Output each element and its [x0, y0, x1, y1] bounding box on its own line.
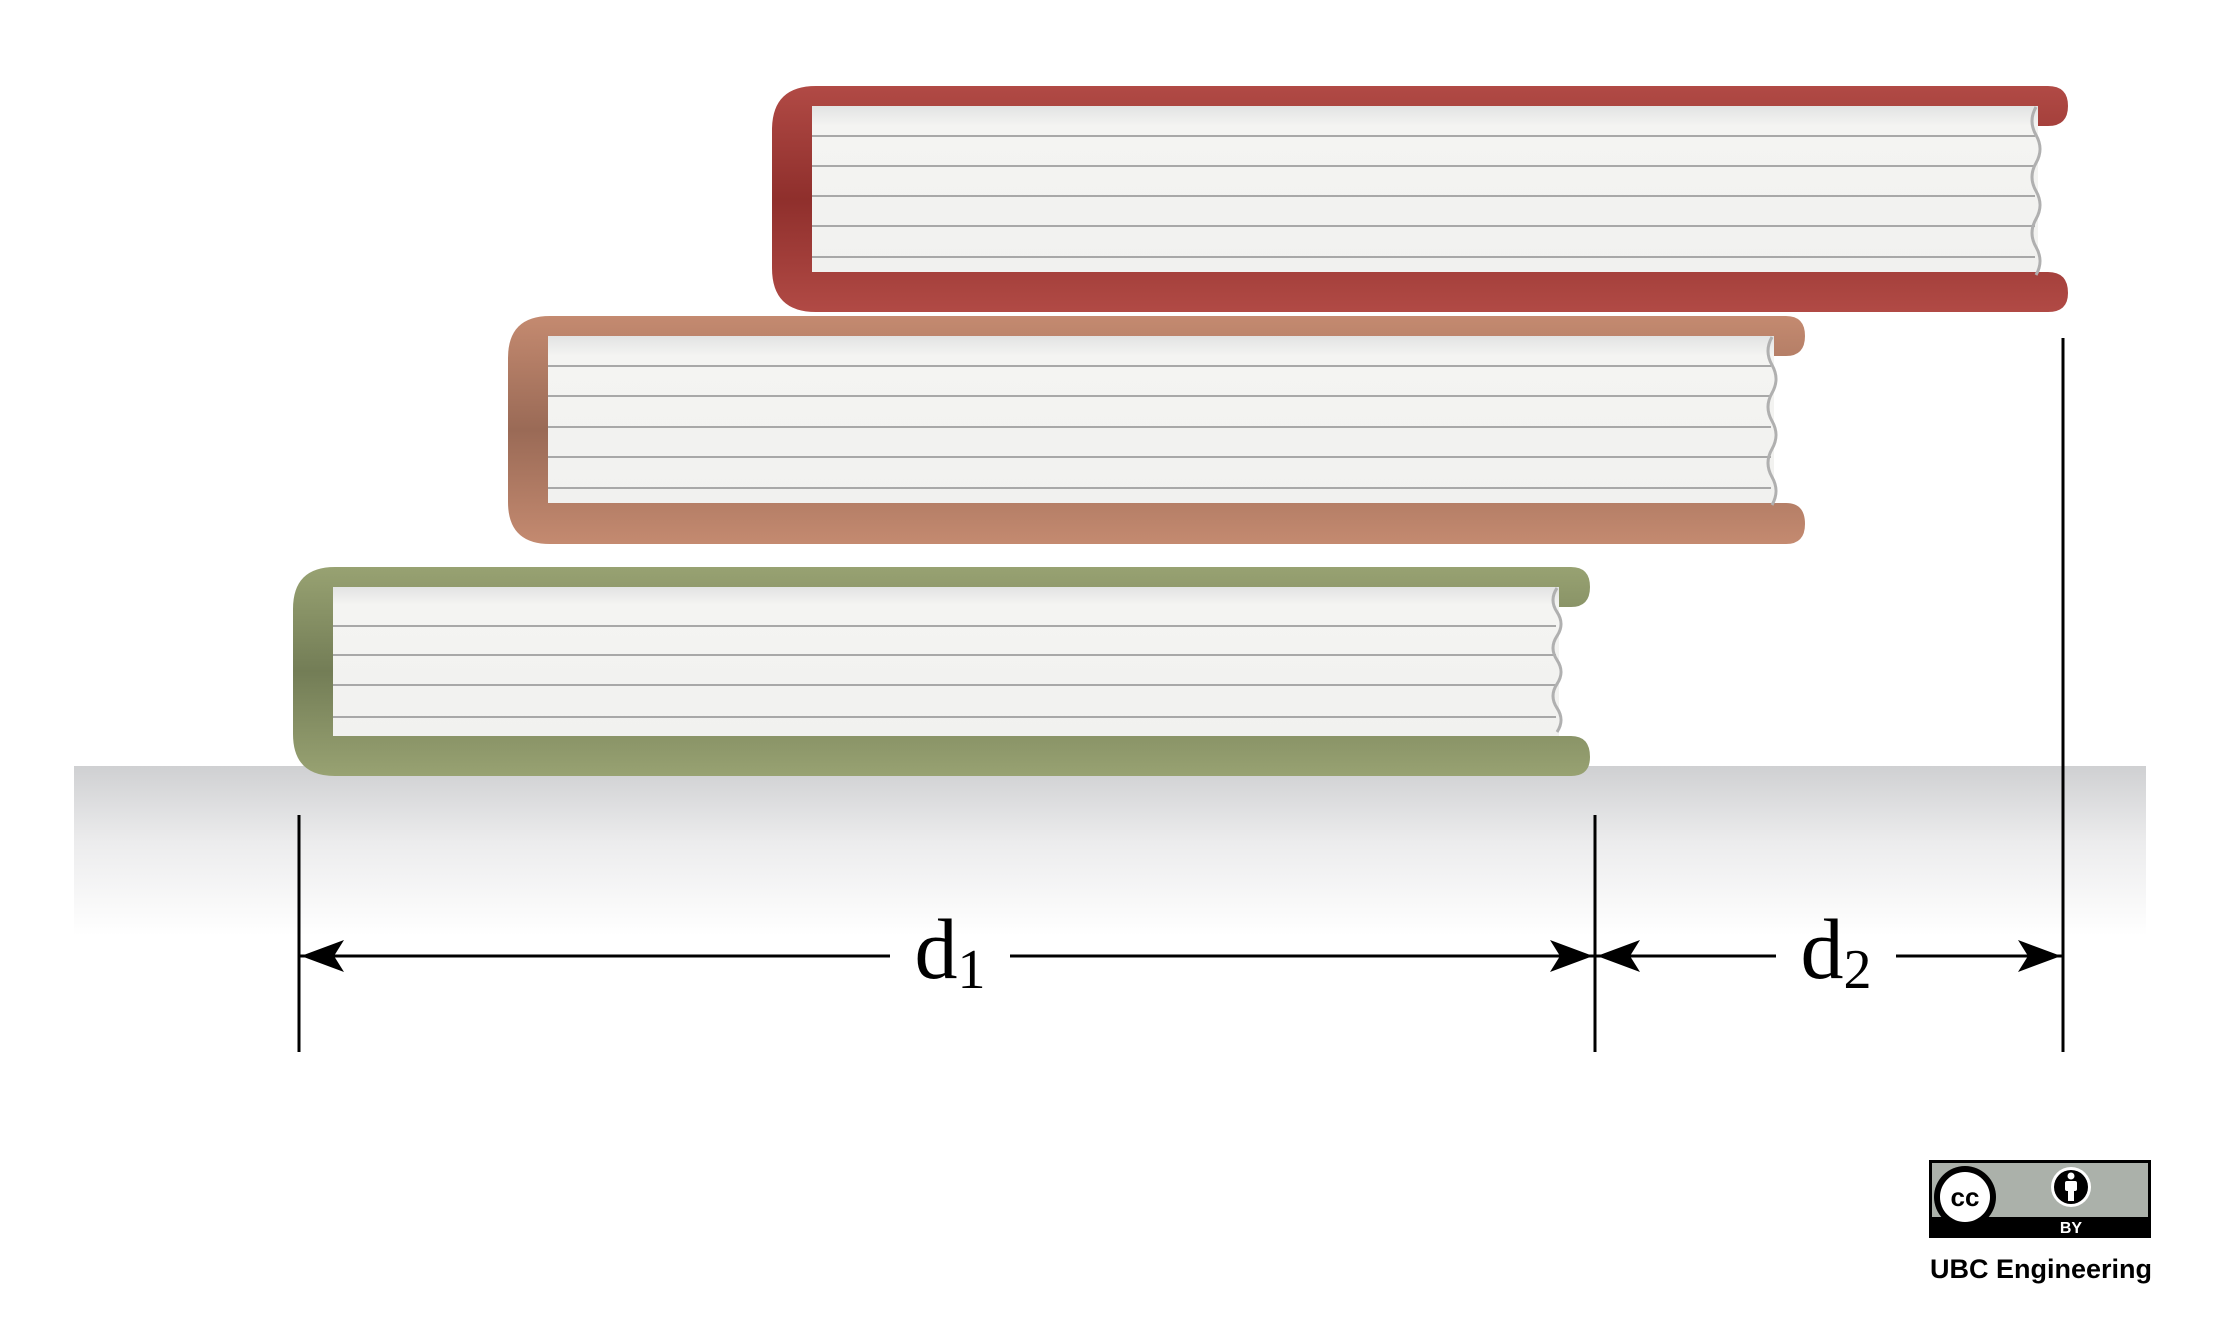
arrowhead-left-d1 — [301, 940, 344, 972]
cc-by-license-badge: cc BY — [1929, 1160, 2151, 1238]
top-book-page-lines — [812, 135, 2035, 258]
bottom-book-page-lines — [333, 625, 1556, 718]
arrowhead-left-d2 — [1597, 940, 1640, 972]
top-book — [772, 86, 2068, 312]
cc-icon-label: cc — [1951, 1182, 1980, 1212]
middle-book-page-lines — [548, 365, 1771, 489]
d2-label: d2 — [1801, 901, 1872, 1001]
table-surface — [74, 766, 2146, 936]
d1-label: d1 — [915, 901, 986, 1001]
arrowhead-right-d2 — [2018, 940, 2061, 972]
dimension-d1: d1 — [299, 901, 1595, 1001]
arrowhead-right-d1 — [1550, 940, 1593, 972]
attribution-person-icon — [2051, 1167, 2091, 1207]
dimension-d2: d2 — [1595, 901, 2063, 1001]
credit-text: UBC Engineering — [1930, 1254, 2152, 1284]
bottom-book — [293, 567, 1590, 776]
middle-book — [508, 316, 1805, 544]
by-label: BY — [2060, 1220, 2083, 1237]
extension-lines — [297, 338, 2065, 1052]
